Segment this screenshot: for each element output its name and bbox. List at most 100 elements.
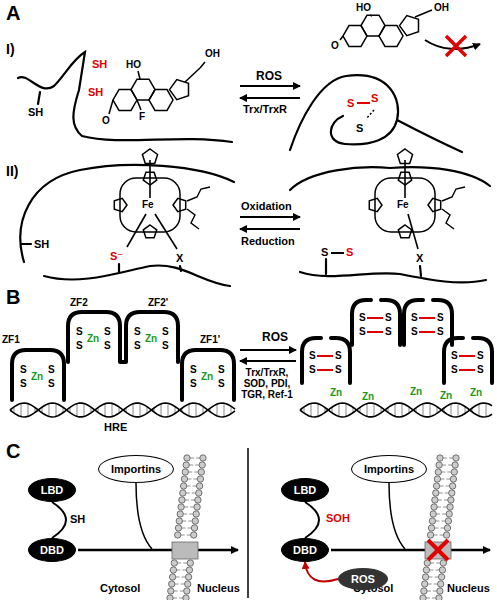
text-label: S [477,364,484,375]
base-pair [49,403,50,416]
base-pair [133,404,134,416]
text-label: II) [6,164,18,179]
lipid-tail [428,584,432,585]
thiol-stub [38,92,40,104]
base-pair [451,404,452,416]
lipid-tail [446,479,450,480]
lipid-head [431,504,437,510]
text-label: Nucleus [197,582,240,594]
base-pair [77,404,78,417]
text-label: S [190,364,197,375]
lipid-head [187,560,193,566]
text-label: S [20,378,27,389]
base-pair [430,403,431,416]
lipid-tail [183,563,187,564]
base-pair [21,403,22,416]
lipid-head [185,574,191,580]
lipid-tail [194,472,198,473]
lipid-tail [440,479,444,480]
base-pair [395,404,396,417]
nuclear-pore [172,542,198,559]
importin-ellipse: Importins [98,455,174,483]
text-label: Trx/TrxR, SOD, PDI, TGR, Ref-1 [236,367,298,400]
protein-backbone [18,52,232,142]
lipid-tail [184,507,188,508]
zinc-finger-loop [126,312,178,362]
lipid-tail [182,577,186,578]
lipid-tail [190,507,194,508]
text-label: Fe [142,199,154,210]
node-text: DBD [40,544,64,556]
dna-strand [10,403,235,417]
node-text: ROS [351,573,375,585]
base-pair [367,404,368,417]
lipid-tail [192,493,196,494]
base-pair [479,404,480,416]
lipid-head [181,476,187,482]
lipid-head [167,595,173,600]
lipid-tail [181,535,185,536]
text-label: S [48,378,55,389]
base-pair [458,403,459,416]
lipid-tail [447,472,451,473]
lipid-tail [182,570,186,571]
text-label: Nucleus [447,582,490,594]
lipid-tail [443,507,447,508]
dna-strand [300,403,492,417]
text-label: Cytosol [100,582,140,594]
propionate-chain [187,187,210,229]
lipid-head [443,532,449,538]
lipid-head [184,455,190,461]
text-label: S [347,97,354,109]
connector [52,502,66,538]
protein-backbone [397,120,462,152]
text-label: Oxidation [241,200,292,212]
base-pair [168,403,169,416]
pyrrole-ring [398,172,411,185]
node-text: DBD [293,544,317,556]
lipid-head [436,595,442,600]
importin-link [389,483,405,549]
ligand-stub [326,259,421,276]
lipid-head [182,469,188,475]
disulfide-bond [317,369,333,371]
lipid-tail [441,472,445,473]
text-label: Reduction [241,235,295,247]
lipid-tail [435,528,439,529]
ligand-stub [119,264,181,272]
lipid-tail [441,521,445,522]
lipid-head [169,574,175,580]
text-label: S [76,340,83,351]
lipid-tail [189,465,193,466]
text-label: Zn [31,371,43,382]
block-x [446,36,466,56]
lipid-head [453,455,459,461]
text-label: Zn [410,386,422,397]
text-label: O [331,40,339,51]
domain-ellipse: DBD [28,538,76,562]
lipid-head [427,532,433,538]
linker [120,360,126,364]
lipid-head [195,497,201,503]
text-label: Zn [330,387,342,398]
lipid-tail [177,563,181,564]
pyrrole-ring [428,198,441,211]
lipid-tail [437,507,441,508]
text-label: S [48,364,55,375]
lipid-head [194,504,200,510]
lipid-head [180,490,186,496]
lipid-tail [188,472,192,473]
lipid-tail [434,584,438,585]
lipid-tail [432,598,436,599]
text-label: S [162,326,169,337]
steroid-bond [340,36,343,40]
lipid-head [445,518,451,524]
lipid-tail [435,570,439,571]
base-pair [318,404,319,417]
pyrrole-ring [398,225,411,238]
lipid-head [186,567,192,573]
ros-ellipse: ROS [338,568,388,590]
text-label: Zn [362,391,374,402]
lipid-head [433,490,439,496]
lipid-tail [187,479,191,480]
